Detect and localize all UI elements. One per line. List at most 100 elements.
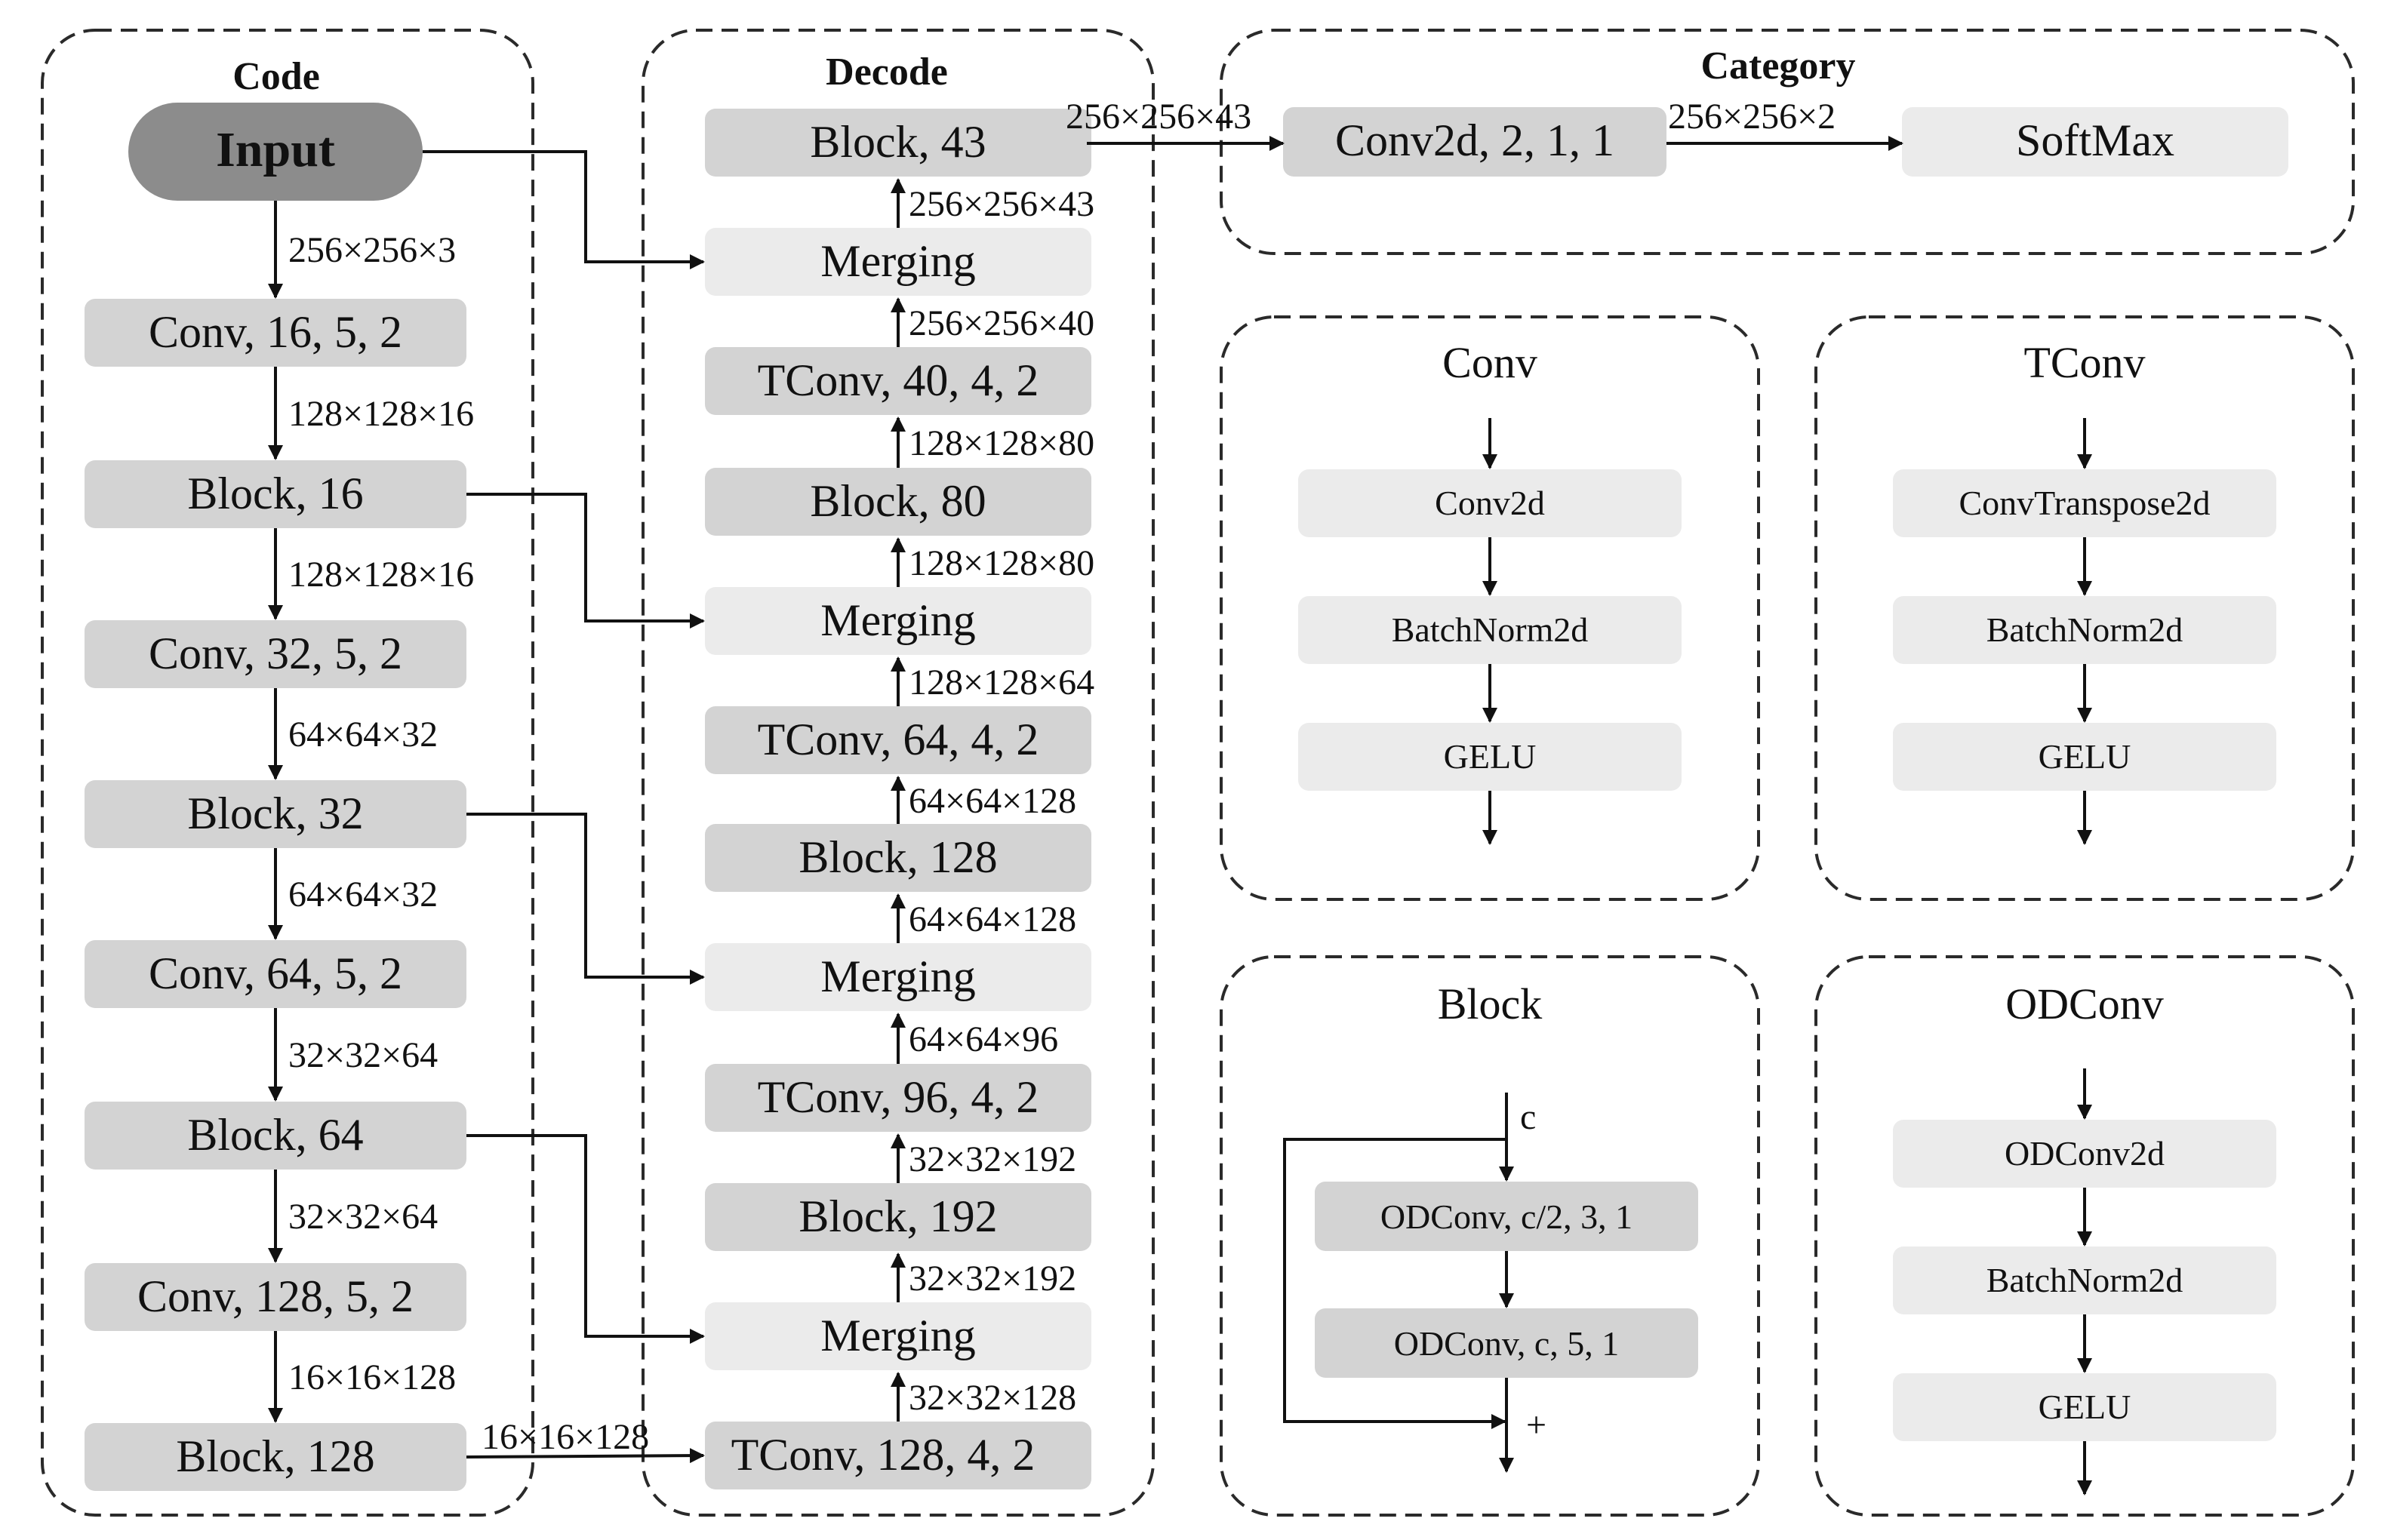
code-dim-6: 32×32×64	[288, 1197, 438, 1237]
code-node-label-0: Conv, 16, 5, 2	[149, 307, 402, 357]
code-node-4: Conv, 64, 5, 2	[85, 940, 466, 1008]
decode-node-label-8: TConv, 96, 4, 2	[758, 1072, 1039, 1122]
code-node-label-5: Block, 64	[187, 1110, 363, 1160]
code-dim-7: 16×16×128	[288, 1357, 456, 1397]
odconv-detail-label-0: ODConv2d	[2005, 1134, 2165, 1173]
skip-block16-to-merging	[466, 493, 705, 629]
odconv-detail-title: ODConv	[2005, 979, 2163, 1028]
code-dim-5: 32×32×64	[288, 1035, 438, 1075]
decode-node-label-2: TConv, 40, 4, 2	[758, 355, 1039, 405]
skip-input-to-merging	[423, 150, 705, 269]
softmax-node: SoftMax	[1902, 107, 2288, 177]
block-detail-diagram: c ODConv, c/2, 3, 1 ODConv, c, 5, 1 +	[1283, 1093, 1698, 1473]
decode-node-label-9: Block, 192	[799, 1191, 997, 1241]
code-dim-1: 128×128×16	[288, 394, 474, 434]
block-c-label: c	[1520, 1097, 1536, 1137]
decode-node-10: Merging	[705, 1302, 1091, 1370]
code-dim-2: 128×128×16	[288, 555, 474, 595]
code-node-1: Block, 16	[85, 460, 466, 528]
code-node-label-4: Conv, 64, 5, 2	[149, 948, 402, 998]
decode-node-label-0: Block, 43	[810, 117, 986, 167]
tconv-detail-group: TConv	[1814, 315, 2355, 901]
block-odconv-label-2: ODConv, c, 5, 1	[1394, 1324, 1620, 1363]
odconv-detail-label-1: BatchNorm2d	[1986, 1261, 2183, 1299]
decode-group-title: Decode	[826, 51, 948, 94]
code-dim-3: 64×64×32	[288, 715, 438, 755]
decode-node-6: Block, 128	[705, 824, 1091, 892]
decode-node-label-6: Block, 128	[799, 832, 997, 882]
code-node-label-3: Block, 32	[187, 788, 363, 838]
odconv-detail-label-2: GELU	[2039, 1388, 2131, 1426]
tconv-detail-node-2: GELU	[1893, 723, 2276, 791]
decode-group: Decode	[642, 29, 1155, 1517]
bottleneck-arrow	[466, 1448, 705, 1464]
decode-node-7: Merging	[705, 943, 1091, 1011]
decode-dim-5: 64×64×128	[909, 781, 1076, 821]
odconv-detail-node-0: ODConv2d	[1893, 1120, 2276, 1188]
block-odconv-node-2: ODConv, c, 5, 1	[1315, 1308, 1698, 1378]
conv-detail-node-2: GELU	[1298, 723, 1682, 791]
conv-detail-group: Conv	[1220, 315, 1760, 901]
decode-dim-10: 32×32×128	[909, 1378, 1076, 1418]
bottleneck-dim: 16×16×128	[482, 1417, 649, 1457]
conv-detail-node-1: BatchNorm2d	[1298, 596, 1682, 664]
block-detail-group: Block	[1220, 955, 1760, 1517]
decode-node-3: Block, 80	[705, 468, 1091, 536]
code-node-label-1: Block, 16	[187, 469, 363, 518]
block-plus-label: +	[1526, 1405, 1546, 1445]
category-conv-label: Conv2d, 2, 1, 1	[1335, 115, 1614, 165]
decode-node-8: TConv, 96, 4, 2	[705, 1064, 1091, 1132]
category-dim-in: 256×256×43	[1066, 97, 1251, 137]
code-node-5: Block, 64	[85, 1102, 466, 1170]
decode-node-9: Block, 192	[705, 1183, 1091, 1251]
conv-detail-title: Conv	[1442, 338, 1537, 387]
decode-node-label-11: TConv, 128, 4, 2	[731, 1430, 1036, 1480]
decode-dim-2: 128×128×80	[909, 423, 1094, 463]
code-node-6: Conv, 128, 5, 2	[85, 1263, 466, 1331]
decode-node-label-7: Merging	[820, 951, 976, 1001]
decode-dim-6: 64×64×128	[909, 899, 1076, 939]
code-node-2: Conv, 32, 5, 2	[85, 620, 466, 688]
conv-detail-label-2: GELU	[1444, 737, 1537, 776]
tconv-detail-label-1: BatchNorm2d	[1986, 610, 2183, 649]
code-dim-4: 64×64×32	[288, 875, 438, 914]
decode-node-label-1: Merging	[820, 236, 976, 286]
code-node-3: Block, 32	[85, 780, 466, 848]
category-group: Category	[1220, 29, 2355, 255]
decode-node-label-5: TConv, 64, 4, 2	[758, 715, 1039, 764]
decode-node-4: Merging	[705, 587, 1091, 655]
decode-node-label-4: Merging	[820, 595, 976, 645]
code-dim-0: 256×256×3	[288, 230, 456, 270]
conv-detail-label-1: BatchNorm2d	[1392, 610, 1589, 649]
tconv-detail-label-2: GELU	[2039, 737, 2131, 776]
tconv-detail-node-1: BatchNorm2d	[1893, 596, 2276, 664]
decode-dim-4: 128×128×64	[909, 662, 1094, 702]
decode-dim-9: 32×32×192	[909, 1259, 1076, 1299]
tconv-detail-node-0: ConvTranspose2d	[1893, 469, 2276, 537]
code-node-label-7: Block, 128	[176, 1431, 374, 1481]
tconv-detail-title: TConv	[2023, 338, 2145, 387]
category-conv-node: Conv2d, 2, 1, 1	[1283, 107, 1666, 177]
decode-dim-8: 32×32×192	[909, 1139, 1076, 1179]
decode-node-2: TConv, 40, 4, 2	[705, 347, 1091, 415]
tconv-detail-label-0: ConvTranspose2d	[1959, 484, 2210, 522]
code-node-7: Block, 128	[85, 1423, 466, 1491]
decode-node-5: TConv, 64, 4, 2	[705, 706, 1091, 774]
block-odconv-label-1: ODConv, c/2, 3, 1	[1380, 1197, 1633, 1236]
odconv-detail-group: ODConv	[1814, 955, 2355, 1517]
decode-node-11: TConv, 128, 4, 2	[705, 1422, 1091, 1489]
code-input-label: Input	[216, 122, 335, 177]
code-group-title: Code	[232, 55, 320, 98]
block-odconv-node-1: ODConv, c/2, 3, 1	[1315, 1182, 1698, 1251]
conv-detail-label-0: Conv2d	[1435, 484, 1545, 522]
skip-block64-to-merging	[466, 1134, 705, 1344]
decode-node-0: Block, 43	[705, 109, 1091, 177]
decode-dim-0: 256×256×43	[909, 184, 1094, 224]
decode-dim-7: 64×64×96	[909, 1019, 1058, 1059]
conv-detail-node-0: Conv2d	[1298, 469, 1682, 537]
block-detail-title: Block	[1438, 979, 1543, 1028]
decode-dim-3: 128×128×80	[909, 543, 1094, 583]
softmax-label: SoftMax	[2016, 115, 2174, 165]
decode-node-label-3: Block, 80	[810, 476, 986, 526]
